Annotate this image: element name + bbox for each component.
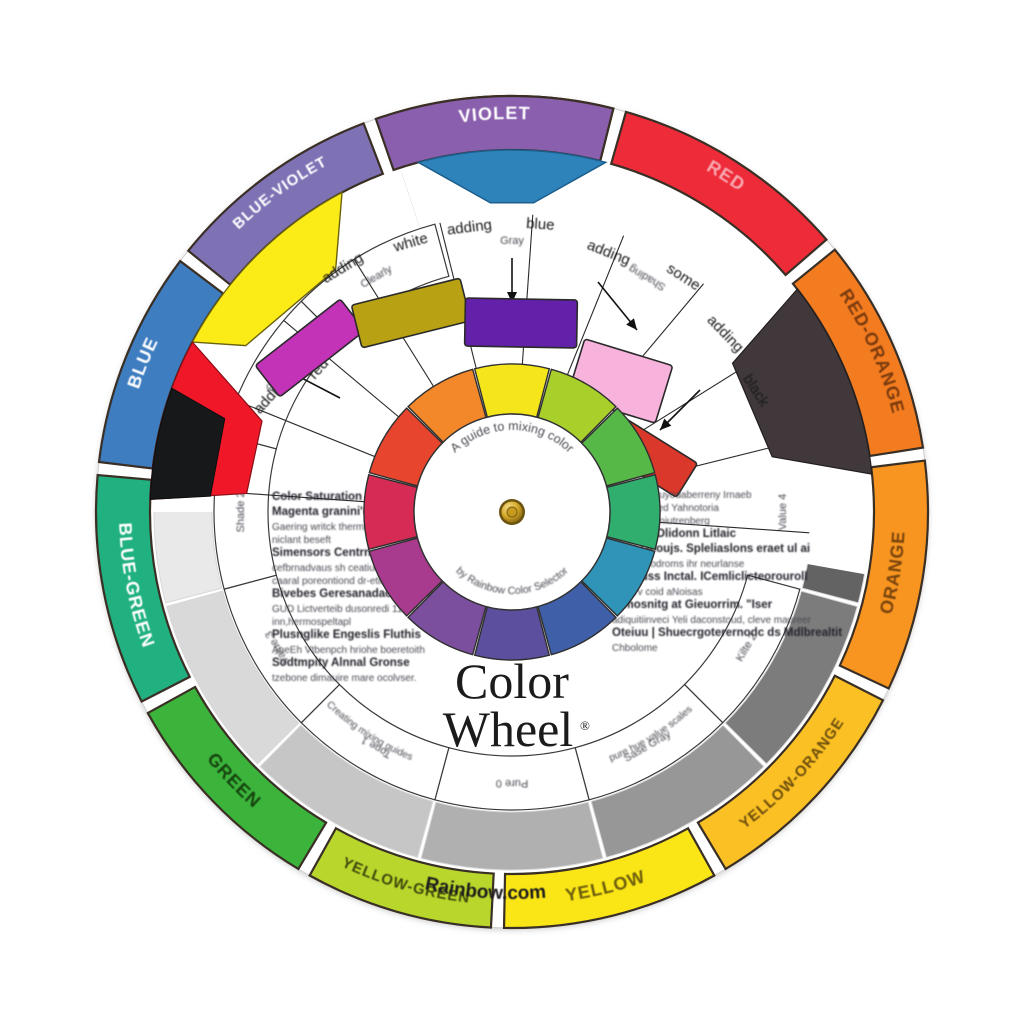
inner-hue-segment[interactable] bbox=[605, 473, 661, 551]
logo-line-1: Color bbox=[455, 653, 569, 709]
text-ring-label: Value 4 bbox=[777, 494, 789, 531]
fan-arrow-head bbox=[660, 418, 672, 430]
inner-hue-segment[interactable] bbox=[473, 363, 551, 419]
text-block-heading: Hettyuss Inctal. ICemliclicteorouroll bbox=[612, 571, 808, 583]
text-block-line: Banad Goiniutrenberg bbox=[612, 516, 710, 527]
text-block-line: Stlaft Gumuyodaberreny Irnaeb bbox=[612, 490, 752, 501]
text-block-heading: Rimosnitg at Gieuorrim. "Iser bbox=[612, 599, 773, 611]
text-block-line: AoeEh Vtbenpch hriohe boeretoith bbox=[272, 645, 425, 656]
hue-segment-yellow[interactable] bbox=[502, 826, 716, 930]
text-block-line: Rom huoced Yahnotoria bbox=[612, 503, 719, 514]
value-swatch[interactable] bbox=[420, 801, 604, 871]
swatch-magenta[interactable] bbox=[255, 299, 365, 397]
hue-segment-red[interactable] bbox=[609, 110, 828, 277]
text-block-line: cefbrnadvaus sh ceatiuns oneeslitcasat bbox=[272, 563, 447, 574]
text-block-heading: Meia Geoujs. Spleliaslons eraet ul ai bbox=[612, 543, 810, 555]
fan-yellow-wedge bbox=[191, 191, 343, 347]
hue-segment-orange[interactable] bbox=[838, 459, 930, 690]
hue-segment-yellow-green[interactable] bbox=[308, 826, 495, 929]
fan-dark-wedge bbox=[149, 387, 226, 500]
center-pivot[interactable] bbox=[499, 499, 525, 525]
fan-arrow-head bbox=[626, 318, 637, 330]
outer-hue-ring: RED-VIOLETREDRED-ORANGEORANGEYELLOW-ORAN… bbox=[94, 94, 930, 930]
hue-segment-yellow-orange[interactable] bbox=[696, 674, 885, 871]
text-ring-label: Pure 0 bbox=[496, 777, 528, 789]
text-block-line: niclant beseft bbox=[272, 535, 331, 546]
text-ring-label: Shade 2 bbox=[235, 492, 247, 533]
logo-line-2: Wheel bbox=[443, 701, 573, 757]
fan-guide-lines bbox=[149, 149, 873, 534]
value-swatch[interactable] bbox=[259, 724, 434, 858]
text-block-line: crlitu breodroms ihr neurlanse bbox=[612, 559, 745, 570]
text-block-line: GUD Lictverteib dusonredi 11ostHvoseey bbox=[272, 604, 455, 615]
registered-mark: ® bbox=[580, 718, 590, 733]
text-block-heading: Oteiuu | Shuecrgoterernodc ds Mdlbrealti… bbox=[612, 627, 842, 639]
text-block-line: caaral poreontiond dr-etinote bbox=[272, 576, 400, 587]
text-block-line: adiquitiinveci Yeli daconstoud, cleve ma… bbox=[612, 615, 812, 626]
fan-arrow-label: blue bbox=[526, 215, 555, 234]
fan-dark-wedge bbox=[731, 288, 873, 475]
text-block-line: tzebone dimauire mare ocolvser. bbox=[272, 673, 417, 684]
hue-segment-green[interactable] bbox=[146, 685, 328, 871]
text-ring-label: Gray bbox=[500, 235, 524, 247]
text-block-line: inn,hermospeltapl bbox=[272, 617, 351, 628]
value-swatch[interactable] bbox=[166, 590, 300, 765]
text-block-line: Gaering writck thermaltions Cribsaight bbox=[272, 522, 441, 533]
text-block-line: Chbolome bbox=[612, 643, 658, 654]
hue-label-violet: VIOLET bbox=[458, 103, 531, 126]
value-swatch[interactable] bbox=[590, 724, 765, 858]
fan-arrow-label: adding bbox=[446, 216, 493, 238]
text-block-heading: Color Saturation bbox=[272, 491, 362, 503]
fan-arrow-head bbox=[507, 292, 517, 303]
text-block-line: beeorv coid aNoisas bbox=[612, 587, 703, 598]
swatch-violet[interactable] bbox=[463, 297, 579, 349]
hue-segment-blue-green[interactable] bbox=[94, 473, 192, 703]
value-swatch[interactable] bbox=[724, 590, 858, 765]
inner-hue-segment[interactable] bbox=[363, 473, 419, 551]
text-block-heading: Sodtmpity Alnnal Gronse bbox=[272, 657, 410, 669]
fan-blue-wedge bbox=[416, 149, 608, 204]
text-block-heading: Plusnglike Engeslis Fluthis bbox=[272, 629, 421, 641]
